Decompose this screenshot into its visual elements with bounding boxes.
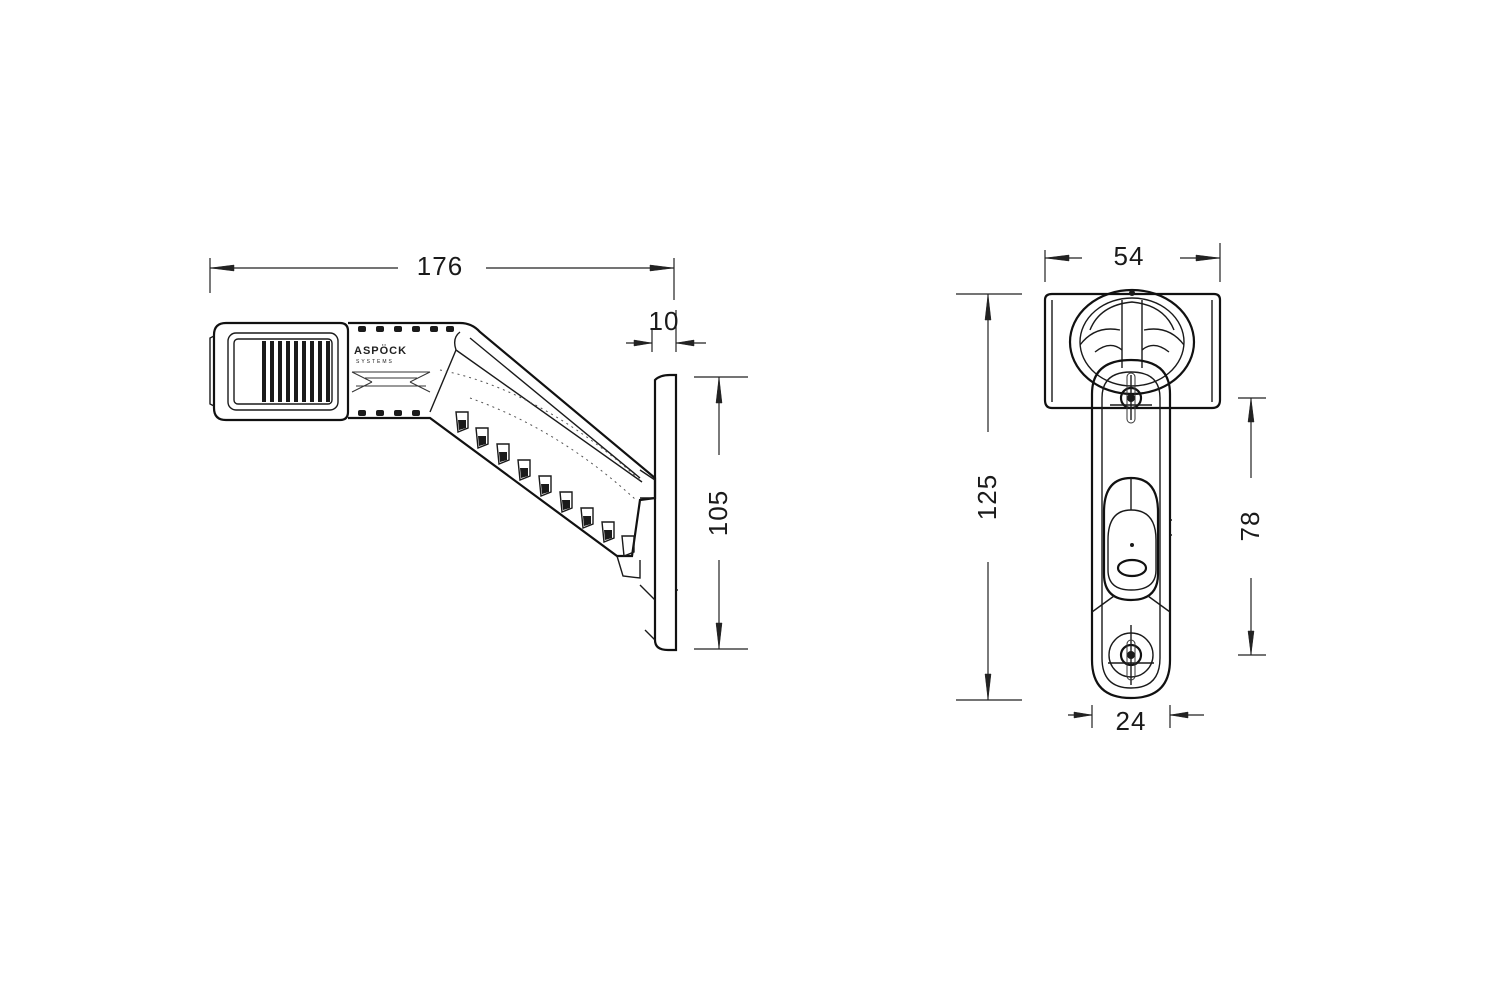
mounting-base bbox=[639, 373, 678, 652]
brand-name: ASPÖCK bbox=[354, 344, 407, 357]
label-overall-length: 176 bbox=[417, 251, 463, 281]
lamp-neck: ASPÖCK SYSTEMS bbox=[348, 321, 657, 579]
dim-base-height: 105 bbox=[694, 376, 748, 650]
front-head bbox=[1043, 288, 1222, 410]
label-overall-height: 125 bbox=[972, 474, 1002, 520]
label-head-width: 54 bbox=[1114, 241, 1145, 271]
dim-overall-height: 125 bbox=[956, 293, 1022, 701]
front-arm bbox=[1090, 358, 1172, 700]
dim-head-width: 54 bbox=[1044, 241, 1221, 282]
front-view: 54 125 78 bbox=[956, 241, 1266, 736]
label-base-width: 24 bbox=[1116, 706, 1147, 736]
lower-mount-hole bbox=[1108, 625, 1154, 685]
label-base-height: 105 bbox=[703, 490, 733, 536]
label-hole-spacing: 78 bbox=[1235, 511, 1265, 542]
dim-base-width: 24 bbox=[1068, 705, 1204, 736]
center-slot bbox=[1091, 476, 1172, 613]
side-view: ASPÖCK SYSTEMS bbox=[209, 251, 748, 652]
brand-logo: ASPÖCK SYSTEMS bbox=[351, 344, 431, 393]
grip-bumps bbox=[358, 326, 454, 416]
upper-mount-hole bbox=[1110, 372, 1152, 424]
lamp-head bbox=[209, 321, 350, 422]
dim-overall-length: 176 bbox=[209, 251, 675, 300]
lens-ribs bbox=[262, 341, 330, 402]
dim-hole-spacing: 78 bbox=[1235, 397, 1266, 656]
label-base-thickness: 10 bbox=[649, 306, 680, 336]
side-light-segments bbox=[455, 411, 635, 557]
brand-sub: SYSTEMS bbox=[356, 359, 394, 365]
dim-base-thickness: 10 bbox=[626, 306, 706, 352]
